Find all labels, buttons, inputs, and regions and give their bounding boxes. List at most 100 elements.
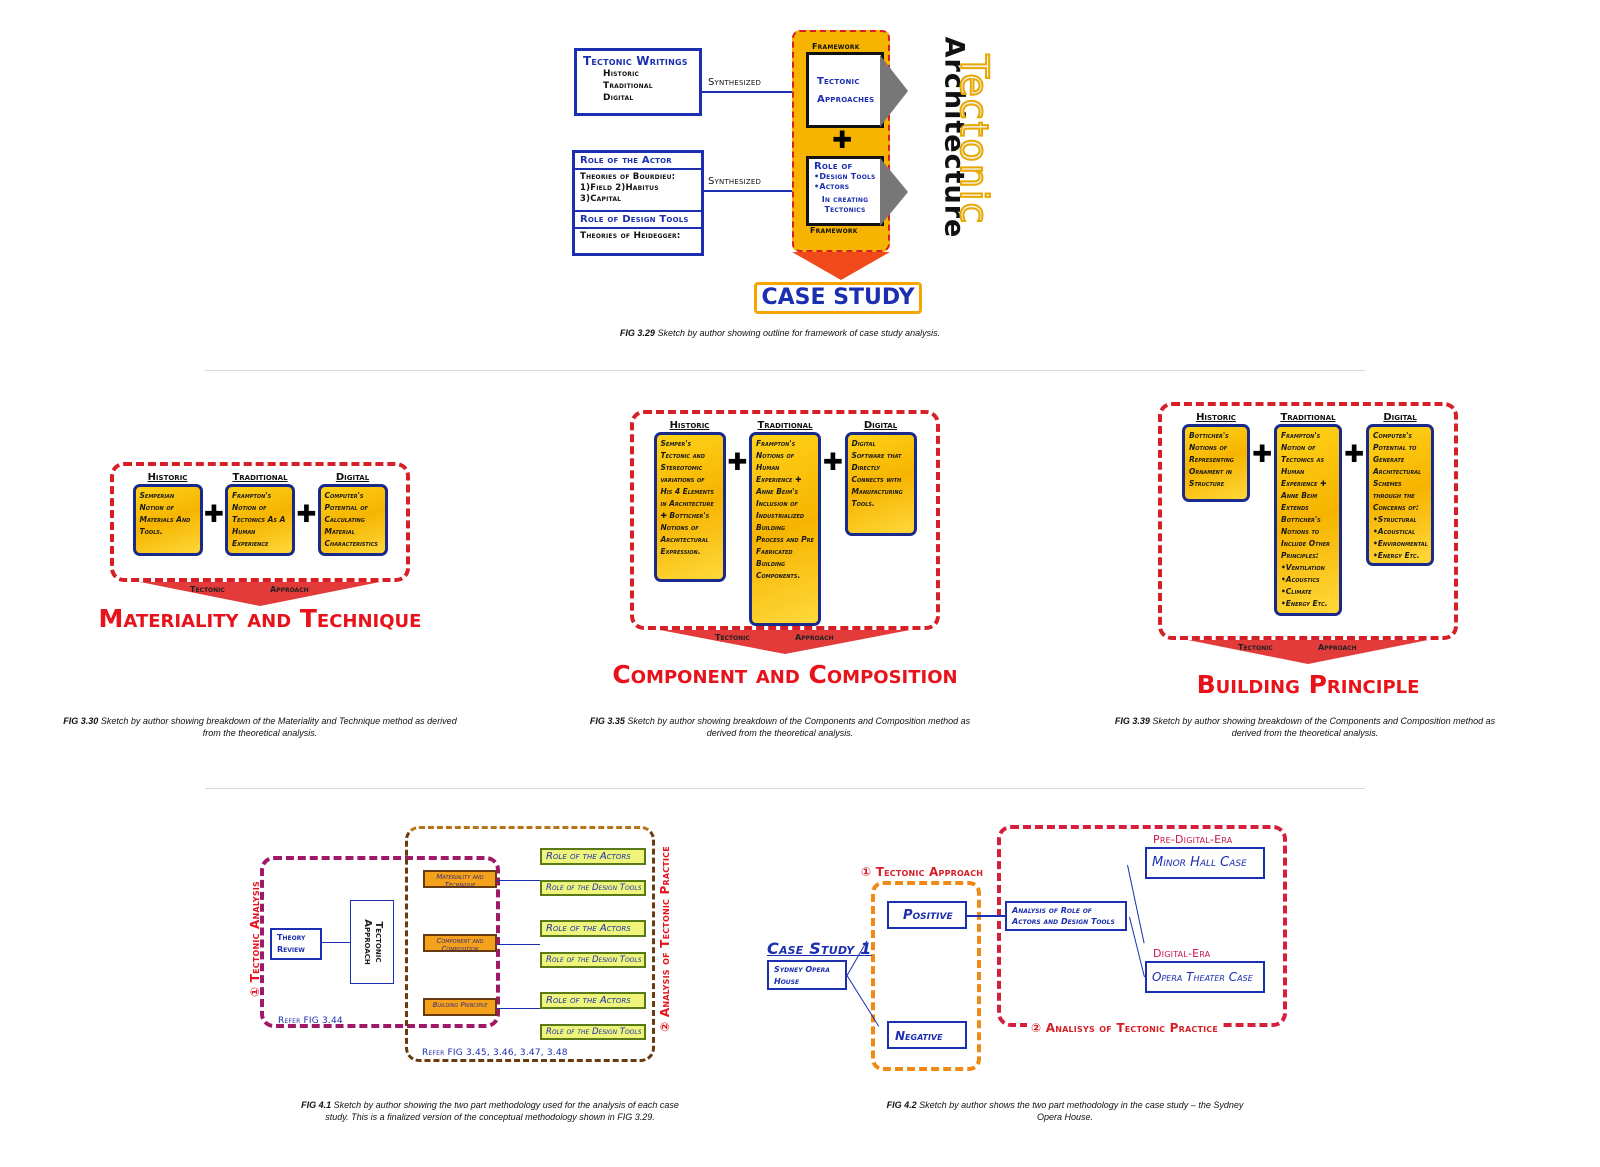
method-boundary bbox=[1158, 402, 1458, 640]
approach-label-right: Approach bbox=[1318, 643, 1357, 652]
bourdieu-text: Theories of Bourdieu: 1)Field 2)Habitus … bbox=[580, 172, 676, 204]
fig-4-2-caption: FIG 4.2 Sketch by author shows the two p… bbox=[880, 1099, 1250, 1123]
fig-4-1-sketch: ① Tectonic Analysis ② Analysis of Tecton… bbox=[240, 820, 672, 1070]
column-header: Digital bbox=[863, 420, 898, 431]
tectonic-analysis-boundary bbox=[260, 856, 500, 1028]
plus-icon: ✚ bbox=[727, 448, 748, 476]
connector bbox=[497, 880, 540, 881]
approaches-label: Tectonic Approaches bbox=[817, 76, 875, 105]
tectonic-approach-box: Tectonic Approach bbox=[350, 900, 394, 984]
caption-figure-number: FIG 4.1 bbox=[301, 1100, 332, 1110]
tectonic-practice-boundary bbox=[405, 826, 655, 1062]
tectonic-approach-label: ① Tectonic Approach bbox=[861, 865, 984, 879]
method-boundary bbox=[110, 462, 410, 582]
approach-box: Computer's Potential of Calculating Mate… bbox=[317, 484, 388, 556]
pencil-tip bbox=[792, 252, 890, 280]
divider bbox=[205, 788, 1365, 789]
writings-title: Tectonic Writings bbox=[583, 54, 688, 68]
approach-box: Botticher's Notions of Representing Orna… bbox=[1182, 424, 1250, 502]
column-header: Traditional bbox=[1280, 412, 1336, 423]
digital-era-label: Digital-Era bbox=[1153, 947, 1211, 960]
approach-label-left: Tectonic bbox=[715, 633, 750, 642]
opera-theater-case-box: Opera Theater Case bbox=[1145, 961, 1265, 993]
role-of-box: Role of •Design Tools •Actors In creatin… bbox=[806, 156, 884, 226]
divider bbox=[205, 370, 1365, 371]
caption-text: Sketch by author showing breakdown of th… bbox=[627, 716, 971, 738]
plus-icon: ✚ bbox=[832, 126, 853, 154]
negative-box: Negative bbox=[887, 1021, 967, 1049]
arrow bbox=[322, 942, 350, 943]
arrow bbox=[702, 91, 804, 93]
approach-label-left: Tectonic bbox=[190, 585, 225, 594]
role-design-tools-box: Role of the Design Tools bbox=[540, 880, 646, 896]
positive-box: Positive bbox=[887, 901, 967, 929]
synthesized-label: Synthesized bbox=[708, 176, 762, 187]
column-header: Traditional bbox=[757, 420, 813, 431]
tectonic-label: Tectonic bbox=[951, 54, 997, 227]
sydney-opera-house-box: Sydney Opera House bbox=[767, 960, 847, 990]
hatched-arrow bbox=[880, 158, 908, 226]
connector bbox=[497, 944, 540, 945]
plus-icon: ✚ bbox=[822, 448, 843, 476]
approach-box: Frampton's Notions of Human Experience ✚… bbox=[749, 432, 821, 626]
method-box-building: Building Principle bbox=[423, 998, 497, 1016]
method-title: Component and Composition bbox=[612, 660, 958, 689]
caption-text: Sketch by author shows the two part meth… bbox=[919, 1100, 1244, 1122]
fig-4-1-caption: FIG 4.1 Sketch by author showing the two… bbox=[300, 1099, 680, 1123]
plus-icon: ✚ bbox=[296, 500, 317, 528]
role-design-tools-box: Role of the Design Tools bbox=[540, 1024, 646, 1040]
approach-box: Digital Software that Directly Connects … bbox=[844, 432, 917, 536]
tectonic-architecture-vertical-title: Architecture Tectonic bbox=[922, 30, 998, 250]
approach-label-right: Approach bbox=[795, 633, 834, 642]
caption-text: Sketch by author showing outline for fra… bbox=[657, 328, 941, 338]
framework-label: Framework bbox=[810, 226, 858, 235]
column-header: Historic bbox=[1196, 412, 1236, 423]
method-caption: FIG 3.35 Sketch by author showing breakd… bbox=[575, 715, 985, 739]
fig-3-29-sketch: Tectonic Writings Historic Traditional D… bbox=[570, 30, 998, 320]
caption-text: Sketch by author showing breakdown of th… bbox=[100, 716, 457, 738]
method-caption: FIG 3.30 Sketch by author showing breakd… bbox=[60, 715, 460, 739]
method-boundary bbox=[630, 410, 940, 630]
caption-figure-number: FIG 3.35 bbox=[589, 716, 625, 726]
framework-label: Framework bbox=[812, 42, 860, 51]
fig-4-2-sketch: ① Tectonic Approach Case Study 1 Sydney … bbox=[765, 825, 1290, 1075]
approach-box: Frampton's Notion of Tectonics as Human … bbox=[1274, 424, 1342, 616]
caption-figure-number: FIG 3.29 bbox=[619, 328, 655, 338]
tectonic-approaches-box: Tectonic Approaches bbox=[806, 52, 884, 128]
role-of-label: Role of bbox=[814, 161, 853, 172]
role-of-actor-box: Role of the Actor Theories of Bourdieu: … bbox=[572, 150, 704, 256]
tectonic-approach-wedge bbox=[140, 582, 380, 606]
theory-review-box: Theory Review bbox=[270, 928, 322, 960]
method-caption: FIG 3.39 Sketch by author showing breakd… bbox=[1100, 715, 1510, 739]
column-header: Historic bbox=[147, 472, 188, 483]
role-item: •Actors bbox=[814, 182, 850, 191]
plus-icon: ✚ bbox=[203, 500, 224, 528]
arrow bbox=[704, 190, 804, 192]
role-actors-box: Role of the Actors bbox=[540, 848, 646, 865]
arrow bbox=[967, 915, 1005, 917]
hatched-arrow bbox=[880, 55, 908, 127]
writings-item: Digital bbox=[603, 93, 634, 103]
connector bbox=[497, 1008, 540, 1009]
tectonic-analysis-label: ① Tectonic Analysis bbox=[248, 881, 262, 997]
tectonic-writings-box: Tectonic Writings Historic Traditional D… bbox=[574, 48, 702, 116]
column-header: Historic bbox=[669, 420, 710, 431]
actor-title: Role of the Actor bbox=[575, 153, 701, 170]
in-creating-label: In creating Tectonics bbox=[821, 195, 869, 214]
tectonic-approach-wedge bbox=[660, 630, 910, 654]
caption-text: Sketch by author showing the two part me… bbox=[325, 1100, 679, 1122]
caption-figure-number: FIG 3.30 bbox=[63, 716, 99, 726]
tools-title: Role of Design Tools bbox=[575, 210, 701, 229]
role-actors-box: Role of the Actors bbox=[540, 920, 646, 937]
caption-figure-number: FIG 4.2 bbox=[886, 1100, 917, 1110]
tectonic-practice-label: ② Analisys of Tectonic Practice bbox=[1027, 1021, 1223, 1035]
role-item: •Design Tools bbox=[814, 172, 876, 181]
plus-icon: ✚ bbox=[1252, 440, 1273, 468]
writings-item: Traditional bbox=[603, 81, 653, 91]
column-header: Digital bbox=[1383, 412, 1417, 423]
caption-figure-number: FIG 3.39 bbox=[1114, 716, 1150, 726]
case-study-label: CASE STUDY bbox=[761, 285, 915, 310]
column-header: Digital bbox=[335, 472, 370, 483]
case-study-label: Case Study 1 bbox=[767, 939, 872, 958]
column-header: Traditional bbox=[232, 472, 288, 483]
